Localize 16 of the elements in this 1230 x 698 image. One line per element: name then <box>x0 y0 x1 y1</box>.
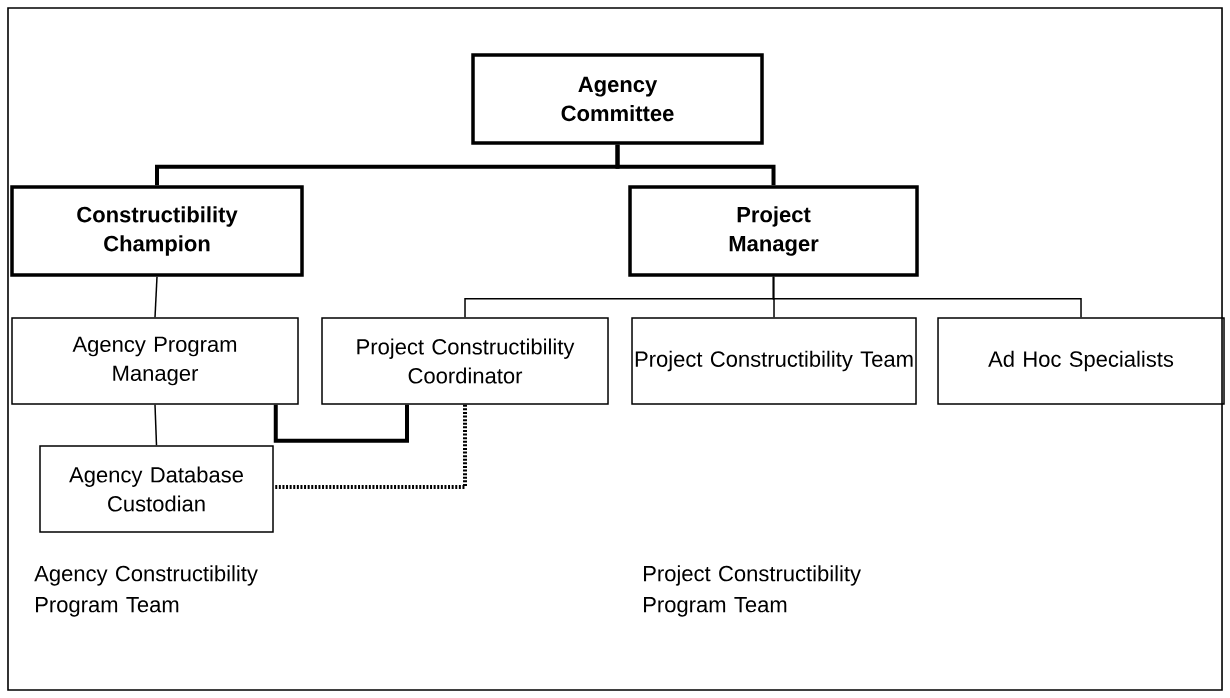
connector <box>273 404 467 489</box>
role-box: Agency Database Custodian <box>39 445 274 533</box>
connector <box>273 404 409 443</box>
role-box: Agency Program Manager <box>11 317 299 405</box>
connector <box>154 404 158 446</box>
title-box: Project Manager <box>628 185 919 277</box>
group-label: Project Constructibility Program Team <box>644 565 861 617</box>
connector <box>615 144 776 186</box>
role-box: Project Constructibility Coordinator <box>321 317 609 405</box>
title-box: Constructibility Champion <box>10 185 304 277</box>
role-box: Ad Hoc Specialists <box>937 317 1225 405</box>
group-label: Agency Constructibility Program Team <box>34 565 258 617</box>
role-box: Project Constructibility Team <box>631 317 917 405</box>
title-box: Agency Committee <box>471 53 764 145</box>
connector <box>154 276 158 318</box>
connector <box>772 276 1082 318</box>
